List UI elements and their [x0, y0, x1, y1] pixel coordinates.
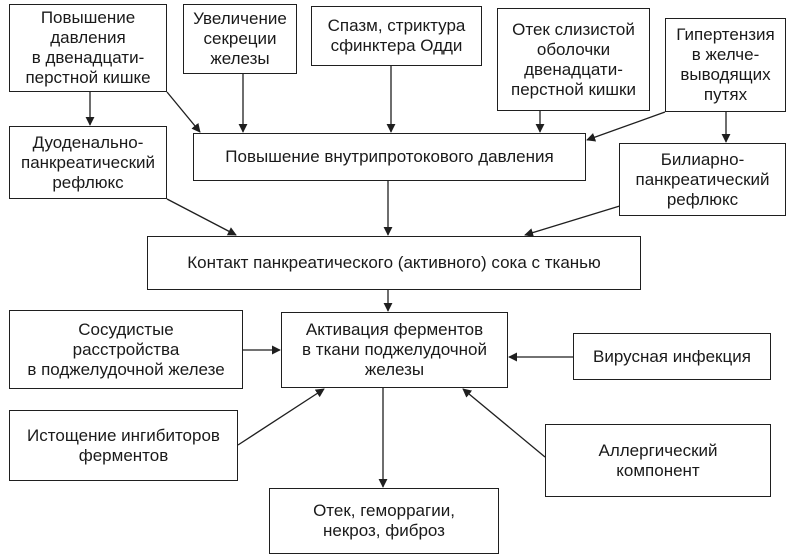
arrow-biliary-reflux-to-contact [524, 204, 624, 237]
arrow-allergic-to-activation [462, 388, 546, 458]
box-vascular-disorders-label: Сосудистые расстройства в поджелудочной … [27, 319, 225, 379]
box-mucosal-edema: Отек слизистой оболочки двенадцати- перс… [497, 8, 650, 111]
box-oddi-spasm: Спазм, стриктура сфинктера Одди [311, 6, 482, 66]
box-juice-contact: Контакт панкреатического (активного) сок… [147, 236, 641, 290]
box-duodenal-pressure: Повышение давления в двенадцати- перстно… [9, 4, 167, 92]
box-biliary-hypertension-label: Гипертензия в желче- выводящих путях [676, 25, 775, 104]
box-duodenal-reflux-label: Дуоденально- панкреатический рефлюкс [21, 132, 155, 192]
box-viral-infection: Вирусная инфекция [573, 333, 771, 380]
box-biliary-reflux-label: Билиарно- панкреатический рефлюкс [635, 149, 770, 209]
box-outcome-label: Отек, геморрагии, некроз, фиброз [313, 501, 455, 540]
box-allergic-component-label: Аллергический компонент [598, 440, 718, 480]
box-vascular-disorders: Сосудистые расстройства в поджелудочной … [9, 310, 243, 389]
box-secretion-increase: Увеличение секреции железы [183, 4, 297, 74]
box-allergic-component: Аллергический компонент [545, 424, 771, 497]
box-duodenal-pressure-label: Повышение давления в двенадцати- перстно… [25, 8, 151, 87]
box-intraductal-pressure: Повышение внутрипротокового давления [193, 133, 586, 181]
box-biliary-reflux: Билиарно- панкреатический рефлюкс [619, 143, 786, 216]
box-enzyme-activation-label: Активация ферментов в ткани поджелудочно… [302, 320, 487, 379]
box-viral-infection-label: Вирусная инфекция [593, 346, 751, 366]
box-oddi-spasm-label: Спазм, стриктура сфинктера Одди [327, 16, 466, 55]
box-duodenal-reflux: Дуоденально- панкреатический рефлюкс [9, 126, 167, 199]
box-secretion-increase-label: Увеличение секреции железы [193, 9, 287, 68]
box-inhibitor-depletion: Истощение ингибиторов ферментов [9, 410, 238, 481]
arrow-hypertension-to-intraductal [586, 111, 666, 142]
arrow-duodenal-pressure-to-intraductal [166, 91, 201, 133]
arrow-inhibitors-to-activation [237, 388, 325, 446]
box-mucosal-edema-label: Отек слизистой оболочки двенадцати- перс… [511, 19, 636, 99]
box-outcome: Отек, геморрагии, некроз, фиброз [269, 488, 499, 554]
arrow-duodenal-reflux-to-contact [166, 198, 237, 236]
box-inhibitor-depletion-label: Истощение ингибиторов ферментов [27, 425, 220, 465]
box-intraductal-pressure-label: Повышение внутрипротокового давления [225, 147, 554, 166]
box-juice-contact-label: Контакт панкреатического (активного) сок… [187, 253, 601, 272]
box-enzyme-activation: Активация ферментов в ткани поджелудочно… [281, 312, 508, 388]
box-biliary-hypertension: Гипертензия в желче- выводящих путях [665, 18, 786, 112]
